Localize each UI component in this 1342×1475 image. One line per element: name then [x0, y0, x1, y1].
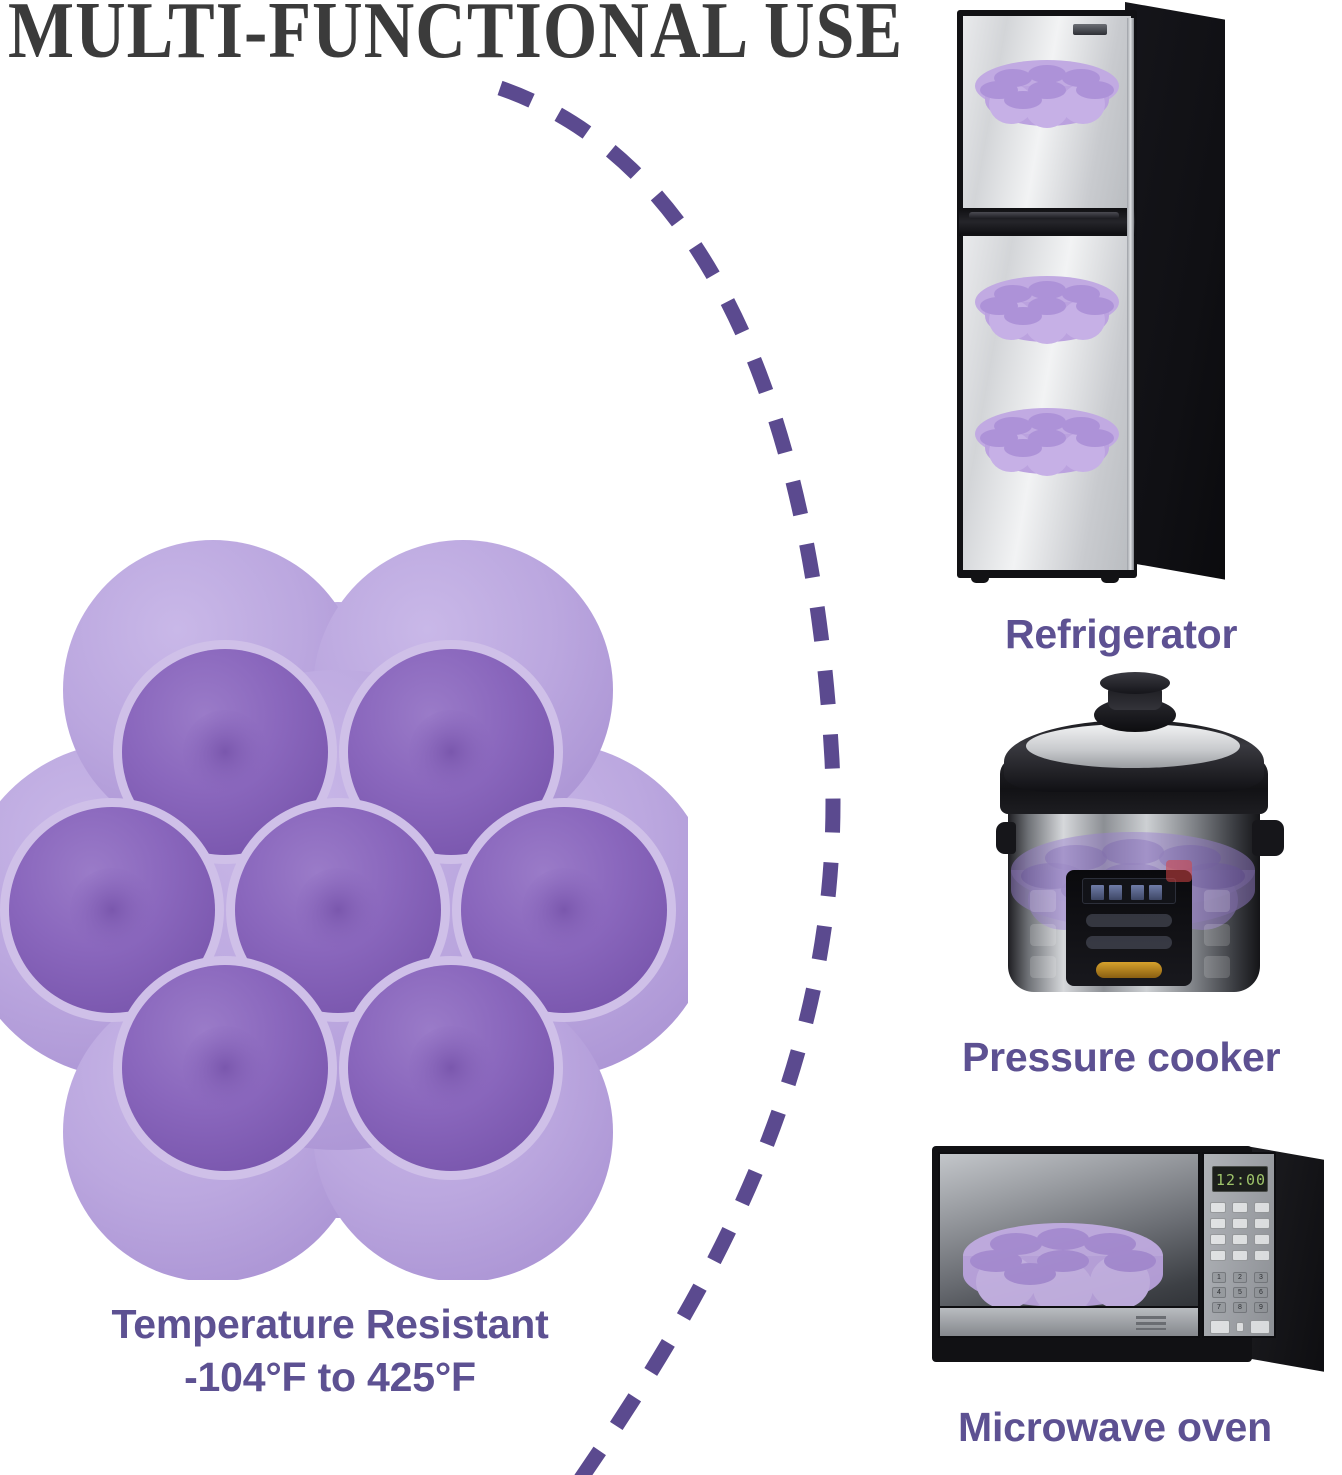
silicone-mold-main	[0, 540, 688, 1280]
cooker-handle-left	[996, 822, 1016, 854]
fridge-foot-left	[971, 570, 989, 583]
microwave-func-key-8[interactable]	[1232, 1234, 1248, 1245]
microwave-stop-button[interactable]	[1210, 1320, 1230, 1334]
temperature-caption: Temperature Resistant -104°F to 425°F	[20, 1298, 640, 1404]
fridge-brand-badge	[1073, 24, 1107, 35]
cooker-handle-right	[1252, 820, 1284, 856]
microwave-numkey-2[interactable]: 2	[1233, 1272, 1247, 1283]
cooker-side-button-3[interactable]	[1030, 956, 1056, 978]
mold-in-fridge-lower	[975, 408, 1119, 476]
microwave-door-bar[interactable]	[938, 1306, 1200, 1338]
microwave-func-key-3[interactable]	[1254, 1202, 1270, 1213]
microwave-vents	[1136, 1316, 1166, 1330]
microwave-func-key-4[interactable]	[1210, 1218, 1226, 1229]
fridge-handle	[969, 212, 1119, 219]
cooker-start-button[interactable]	[1096, 962, 1162, 978]
microwave-numkey-3[interactable]: 3	[1254, 1272, 1268, 1283]
microwave-func-key-6[interactable]	[1254, 1218, 1270, 1229]
label-refrigerator: Refrigerator	[1005, 611, 1238, 657]
microwave-illustration: 12:00 1 2 3 4 5 6 7 8 9	[928, 1140, 1342, 1390]
microwave-zero-button[interactable]	[1236, 1322, 1244, 1332]
microwave-numkey-7[interactable]: 7	[1212, 1302, 1226, 1313]
cooker-display	[1082, 878, 1176, 904]
pressure-cooker-illustration	[990, 662, 1290, 1022]
fridge-edge-trim	[1127, 18, 1134, 570]
fridge-foot-right	[1101, 570, 1119, 583]
microwave-numkey-8[interactable]: 8	[1233, 1302, 1247, 1313]
microwave-func-key-11[interactable]	[1232, 1250, 1248, 1261]
fridge-side-panel	[1125, 2, 1225, 580]
microwave-func-key-12[interactable]	[1254, 1250, 1270, 1261]
refrigerator-illustration	[955, 2, 1255, 594]
cooker-control-panel[interactable]	[1066, 870, 1192, 986]
cooker-knob-cap	[1100, 672, 1170, 694]
microwave-numkey-9[interactable]: 9	[1254, 1302, 1268, 1313]
microwave-numkey-1[interactable]: 1	[1212, 1272, 1226, 1283]
label-pressure-cooker: Pressure cooker	[962, 1034, 1281, 1080]
microwave-func-key-5[interactable]	[1232, 1218, 1248, 1229]
microwave-func-key-2[interactable]	[1232, 1202, 1248, 1213]
microwave-numkey-4[interactable]: 4	[1212, 1287, 1226, 1298]
caption-line-2: -104°F to 425°F	[184, 1354, 476, 1400]
microwave-clock-value: 12:00	[1215, 1171, 1267, 1189]
cooker-button-row-2[interactable]	[1086, 936, 1172, 949]
microwave-func-key-10[interactable]	[1210, 1250, 1226, 1261]
mold-in-fridge-upper	[975, 276, 1119, 344]
cooker-side-button-1[interactable]	[1030, 890, 1056, 912]
cooker-cancel-button[interactable]	[1166, 860, 1192, 882]
microwave-numkey-5[interactable]: 5	[1233, 1287, 1247, 1298]
microwave-display: 12:00	[1212, 1166, 1268, 1192]
caption-line-1: Temperature Resistant	[111, 1301, 549, 1347]
page-title: MULTI-FUNCTIONAL USE	[8, 0, 904, 76]
microwave-numkey-6[interactable]: 6	[1254, 1287, 1268, 1298]
cooker-button-row-1[interactable]	[1086, 914, 1172, 927]
cooker-side-button-6[interactable]	[1204, 956, 1230, 978]
cooker-side-button-4[interactable]	[1204, 890, 1230, 912]
microwave-func-key-7[interactable]	[1210, 1234, 1226, 1245]
microwave-control-panel[interactable]: 12:00 1 2 3 4 5 6 7 8 9	[1202, 1152, 1276, 1338]
label-microwave-oven: Microwave oven	[958, 1404, 1272, 1450]
microwave-func-key-9[interactable]	[1254, 1234, 1270, 1245]
microwave-start-button[interactable]	[1250, 1320, 1270, 1334]
microwave-func-key-1[interactable]	[1210, 1202, 1226, 1213]
cooker-side-button-2[interactable]	[1030, 924, 1056, 946]
mold-in-freezer	[975, 60, 1119, 128]
cooker-side-button-5[interactable]	[1204, 924, 1230, 946]
mold-in-microwave	[963, 1223, 1163, 1315]
